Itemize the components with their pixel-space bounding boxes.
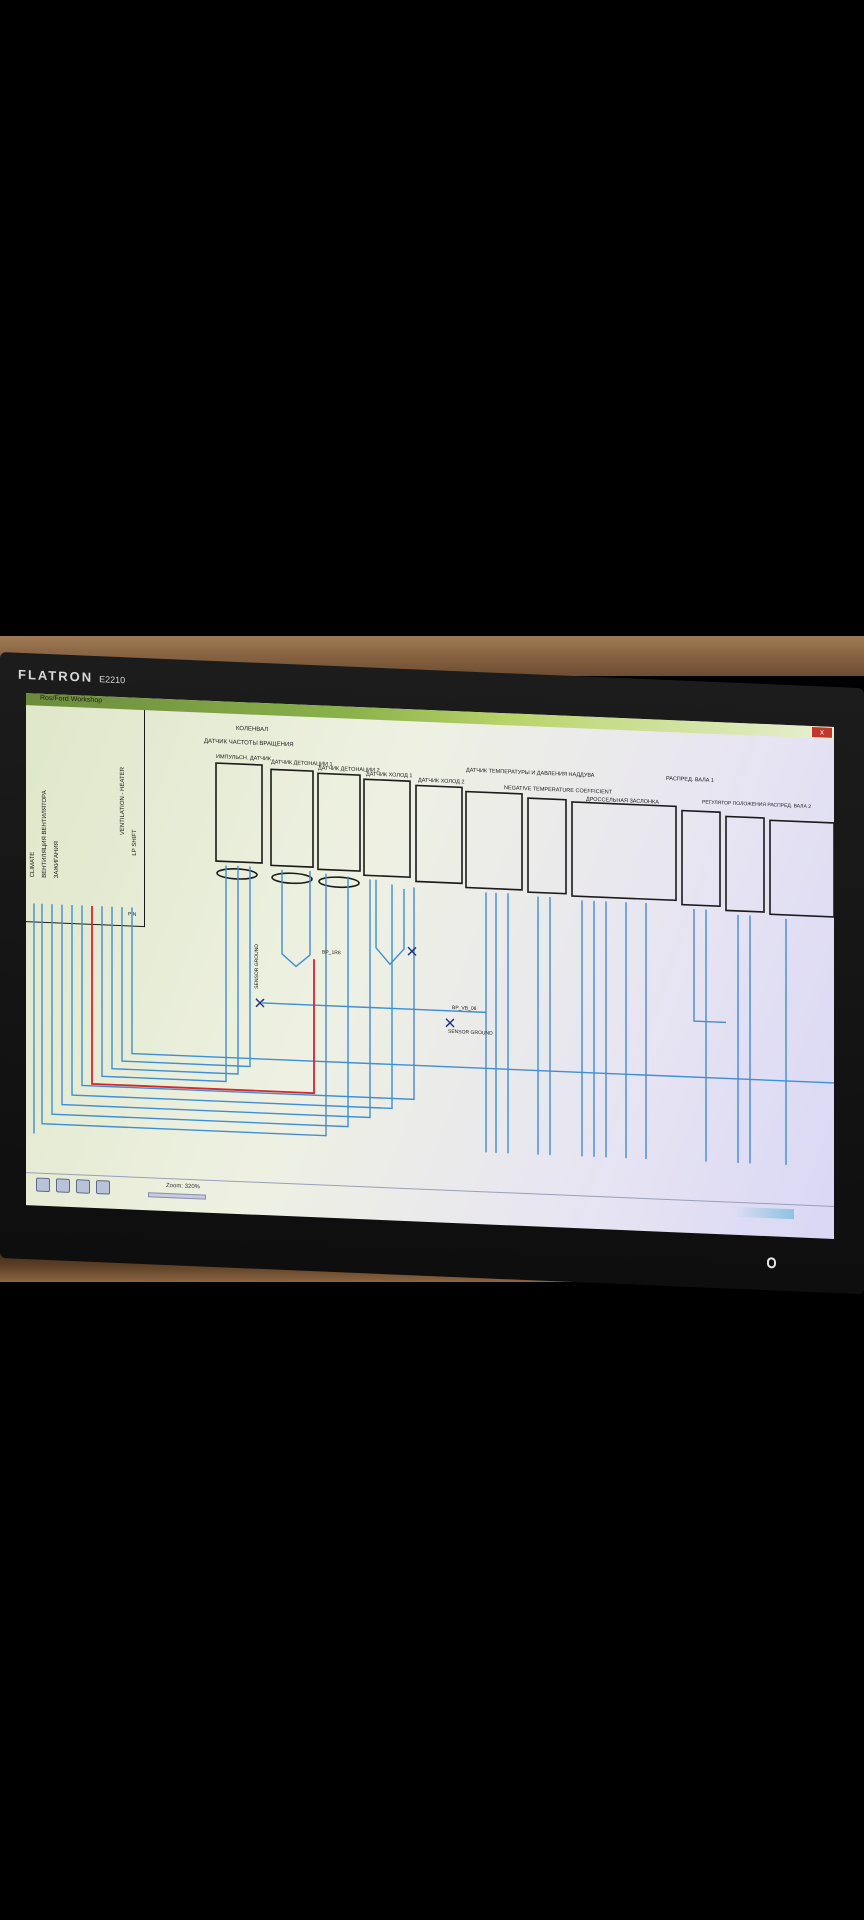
sensor-label: ДАТЧИК ТЕМПЕРАТУРЫ И ДАВЛЕНИЯ НАДДУВА	[466, 768, 595, 779]
sensor-label: ДАТЧИК ДЕТОНАЦИИ 1	[271, 759, 333, 768]
component-box	[215, 762, 263, 864]
header-line-2: ДАТЧИК ЧАСТОТЫ ВРАЩЕНИЯ	[204, 739, 294, 749]
sensor-label: NEGATIVE TEMPERATURE COEFFICIENT	[504, 785, 613, 796]
folder-icon[interactable]	[56, 1178, 70, 1193]
wire-label: BP_1R8	[322, 949, 341, 956]
up-arrow-icon[interactable]	[96, 1180, 110, 1195]
power-wire	[91, 905, 315, 1095]
component-box	[527, 797, 567, 895]
wire-label: BP_VB_08	[452, 1005, 477, 1012]
sensor-label: ДРОССЕЛЬНАЯ ЗАСЛОНКА	[586, 797, 659, 806]
wire	[51, 876, 349, 1128]
component-box	[363, 778, 411, 879]
screen-glare	[734, 1206, 794, 1220]
wire	[262, 1002, 486, 1014]
layers-icon[interactable]	[36, 1177, 50, 1193]
zoom-label: Zoom: 320%	[166, 1182, 201, 1191]
shield-ellipse	[318, 876, 360, 889]
wiring-diagram: КОЛЕНВАЛ ДАТЧИК ЧАСТОТЫ ВРАЩЕНИЯ ИМПУЛЬС…	[33, 726, 834, 1165]
component-box	[571, 801, 677, 902]
power-button-icon[interactable]	[767, 1257, 776, 1269]
zoom-slider[interactable]	[138, 1190, 208, 1201]
sensor-label: ДАТЧИК ДЕТОНАЦИИ 2	[318, 765, 380, 774]
wire-label: SENSOR GROUND	[448, 1029, 493, 1037]
sensor-label: ИМПУЛЬСН. ДАТЧИК	[216, 754, 272, 762]
wire	[281, 869, 311, 968]
junction-mark	[255, 998, 265, 1008]
wire	[111, 865, 239, 1075]
component-box	[270, 768, 314, 868]
wire	[693, 909, 726, 1024]
component-box	[769, 819, 834, 918]
monitor-model: E2210	[99, 674, 126, 686]
junction-mark	[407, 946, 417, 956]
monitor-brand: FLATRON E2210	[18, 667, 125, 686]
sensor-label: ДАТЧИК ХОЛОД 1	[366, 771, 412, 779]
junction-mark	[445, 1018, 455, 1028]
wire	[375, 879, 405, 966]
brand-name: FLATRON	[18, 666, 94, 685]
component-box	[681, 809, 721, 908]
wire	[41, 873, 327, 1137]
sensor-label: РЕГУЛЯТОР ПОЛОЖЕНИЯ РАСПРЕД. ВАЛА 2	[702, 799, 811, 810]
header-line-1: КОЛЕНВАЛ	[236, 726, 268, 733]
wire	[71, 884, 393, 1110]
sensor-label: ДАТЧИК ХОЛОД 2	[418, 778, 464, 786]
component-box	[415, 784, 463, 885]
wire	[101, 865, 227, 1083]
zoom-slider-track[interactable]	[148, 1192, 206, 1200]
monitor-screen: Ros/Ford Workshop x CLIMATE ВЕНТИЛЯЦИЯ В…	[26, 693, 834, 1239]
wire-label: SENSOR GROUND	[254, 944, 260, 989]
junctions	[255, 946, 455, 1028]
filter-icon[interactable]	[76, 1179, 90, 1194]
component-box	[317, 772, 361, 872]
component-box	[465, 790, 523, 891]
sensor-label: РАСПРЕД. ВАЛА 1	[666, 776, 714, 784]
shield-ellipse	[271, 872, 313, 885]
component-box	[725, 815, 765, 913]
wire	[81, 887, 415, 1101]
wire	[121, 866, 251, 1068]
shield-ellipse	[216, 868, 258, 880]
monitor: FLATRON E2210 Ros/Ford Workshop x CLIMATE…	[0, 652, 864, 1295]
component-boxes	[215, 762, 834, 918]
wire	[131, 907, 834, 1084]
wires	[33, 865, 834, 1165]
wire	[61, 879, 371, 1119]
